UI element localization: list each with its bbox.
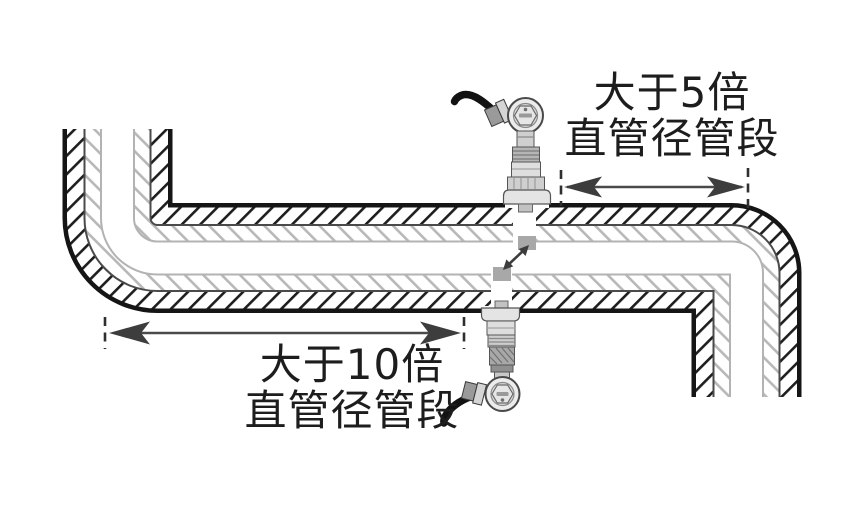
ultrasonic-transducer-bottom — [440, 300, 521, 427]
transducer-face-top — [518, 236, 536, 250]
signal-arrowhead-down — [503, 259, 514, 270]
label-upstream-10d: 大于10倍 直管径管段 — [230, 342, 474, 434]
ultrasonic-transducer-top — [450, 90, 552, 213]
dimension-arrowhead-right — [420, 321, 461, 345]
sensor-neck — [516, 130, 535, 148]
connector-center-dot — [500, 398, 505, 402]
connector-center-dot — [523, 107, 528, 112]
dimension-5d — [559, 168, 750, 213]
label-upstream-line1: 大于10倍 — [259, 340, 445, 389]
dimension-arrowhead-left — [564, 176, 602, 198]
connector-label-mark — [496, 392, 509, 396]
cable-gland — [460, 381, 488, 406]
sensor-flange — [480, 307, 521, 322]
sensor-dark-ring — [490, 364, 514, 373]
label-upstream-line2: 直管径管段 — [244, 386, 460, 435]
pipe — [62, 129, 802, 397]
sensor-tip — [518, 203, 533, 213]
pipe-bore — [102, 129, 762, 397]
connector-label-mark — [519, 113, 532, 118]
transducer-face-bottom — [493, 267, 511, 281]
dimension-arrowhead-left — [109, 321, 150, 345]
signal-double-arrow-icon — [503, 245, 529, 270]
sensor-cable — [440, 393, 474, 427]
sensor-cable — [450, 90, 504, 121]
signal-path — [493, 236, 536, 281]
dimension-arrowhead-right — [707, 176, 745, 198]
sensor-collar — [507, 176, 545, 191]
label-downstream-line1: 大于5倍 — [593, 68, 751, 117]
dimension-10d — [103, 317, 466, 349]
signal-arrowhead-up — [518, 245, 529, 256]
label-downstream-line2: 直管径管段 — [564, 114, 780, 163]
sensor-flange — [502, 189, 552, 205]
label-downstream-5d: 大于5倍 直管径管段 — [550, 70, 794, 162]
